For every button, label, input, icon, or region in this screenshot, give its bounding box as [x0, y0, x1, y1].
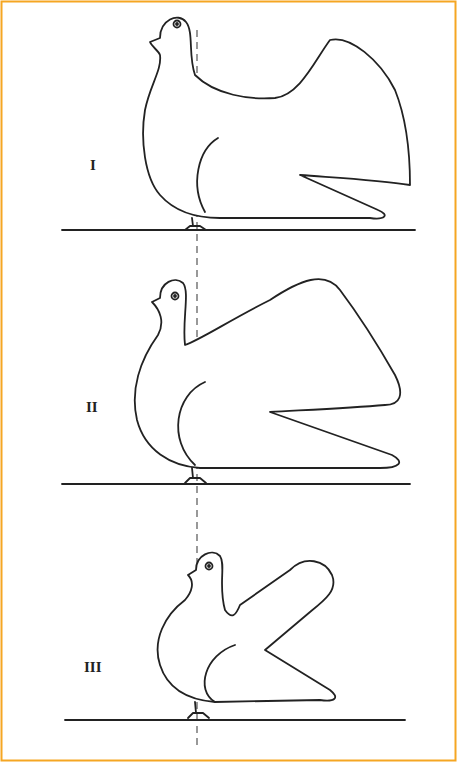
foot — [188, 702, 209, 718]
figure-numeral: III — [84, 660, 102, 675]
eye — [172, 293, 179, 300]
eye — [206, 563, 213, 570]
foot — [185, 218, 206, 230]
pigeon-outline — [135, 279, 400, 468]
eye — [208, 565, 210, 567]
wing-line — [197, 138, 218, 212]
foot — [185, 468, 206, 483]
figure-numeral: II — [86, 400, 98, 415]
eye — [174, 21, 181, 28]
ground-line — [65, 719, 405, 721]
eye — [174, 295, 176, 297]
ground-line — [62, 229, 415, 231]
eye — [176, 23, 178, 25]
pigeon-outline — [158, 553, 336, 702]
wing-line — [205, 645, 235, 702]
pigeon-outline — [143, 18, 410, 219]
ground-line — [62, 483, 410, 485]
wing-line — [178, 382, 205, 465]
figure-numeral: I — [90, 158, 96, 173]
